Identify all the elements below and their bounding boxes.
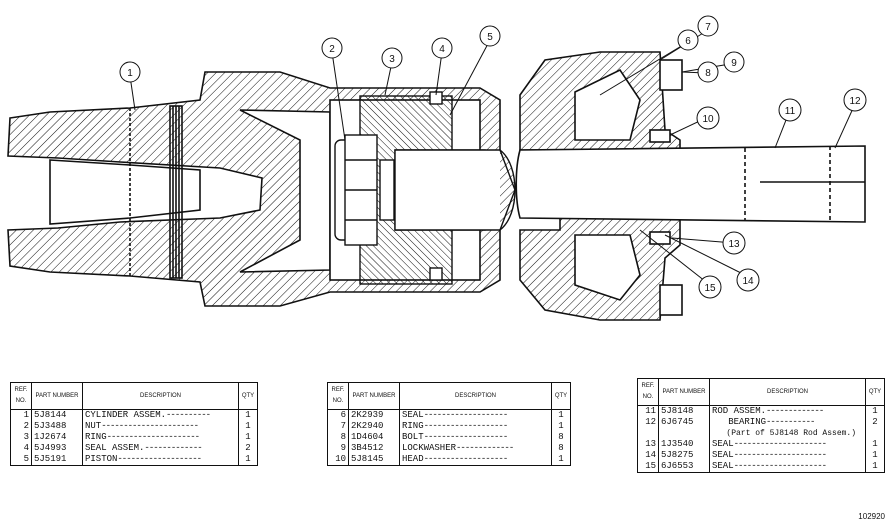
balloon-6: 6	[677, 29, 699, 51]
header-part-number: PART NUMBER	[658, 378, 710, 406]
header-qty: QTY	[865, 378, 885, 406]
balloon-8: 8	[697, 61, 719, 83]
svg-text:6: 6	[685, 36, 691, 47]
balloon-7: 7	[697, 15, 719, 37]
balloon-9: 9	[723, 51, 745, 73]
header-qty: QTY	[551, 382, 571, 410]
rod-assembly-drawing	[515, 145, 866, 223]
header-part-number: PART NUMBER	[348, 382, 400, 410]
svg-text:14: 14	[742, 276, 754, 287]
balloon-3: 3	[381, 47, 403, 69]
balloon-10: 10	[696, 106, 720, 130]
svg-text:3: 3	[389, 54, 395, 65]
svg-text:12: 12	[849, 96, 861, 107]
svg-text:9: 9	[731, 58, 737, 69]
svg-text:13: 13	[728, 239, 740, 250]
header-description: DESCRIPTION	[709, 378, 866, 406]
balloon-12: 12	[843, 88, 867, 112]
header-description: DESCRIPTION	[399, 382, 552, 410]
svg-text:10: 10	[702, 114, 714, 125]
balloon-4: 4	[431, 37, 453, 59]
balloon-1: 1	[119, 61, 141, 83]
exploded-parts-drawing: 1 2 3 4 5 6 7 8 9 10 11 12 13 14 15	[7, 15, 867, 321]
svg-text:5: 5	[487, 32, 493, 43]
svg-text:8: 8	[705, 68, 711, 79]
table-row: (Part of 5J8148 Rod Assem.)	[637, 428, 885, 439]
balloon-13: 13	[722, 231, 746, 255]
header-part-number: PART NUMBER	[31, 382, 83, 410]
header-description: DESCRIPTION	[82, 382, 239, 410]
balloon-11: 11	[778, 98, 802, 122]
header-ref: REF. NO.	[637, 378, 659, 406]
balloon-15: 15	[698, 275, 722, 299]
svg-text:2: 2	[329, 44, 335, 55]
header-ref: REF. NO.	[327, 382, 349, 410]
svg-text:7: 7	[705, 22, 711, 33]
svg-text:4: 4	[439, 44, 445, 55]
balloon-2: 2	[321, 37, 343, 59]
figure-number: 102920	[858, 512, 885, 521]
balloon-5: 5	[479, 25, 501, 47]
header-qty: QTY	[238, 382, 258, 410]
header-ref: REF. NO.	[10, 382, 32, 410]
svg-text:11: 11	[785, 106, 796, 117]
piston-and-nut-drawing	[334, 91, 516, 285]
balloon-14: 14	[736, 268, 760, 292]
svg-text:1: 1	[127, 68, 133, 79]
svg-text:15: 15	[704, 283, 716, 294]
